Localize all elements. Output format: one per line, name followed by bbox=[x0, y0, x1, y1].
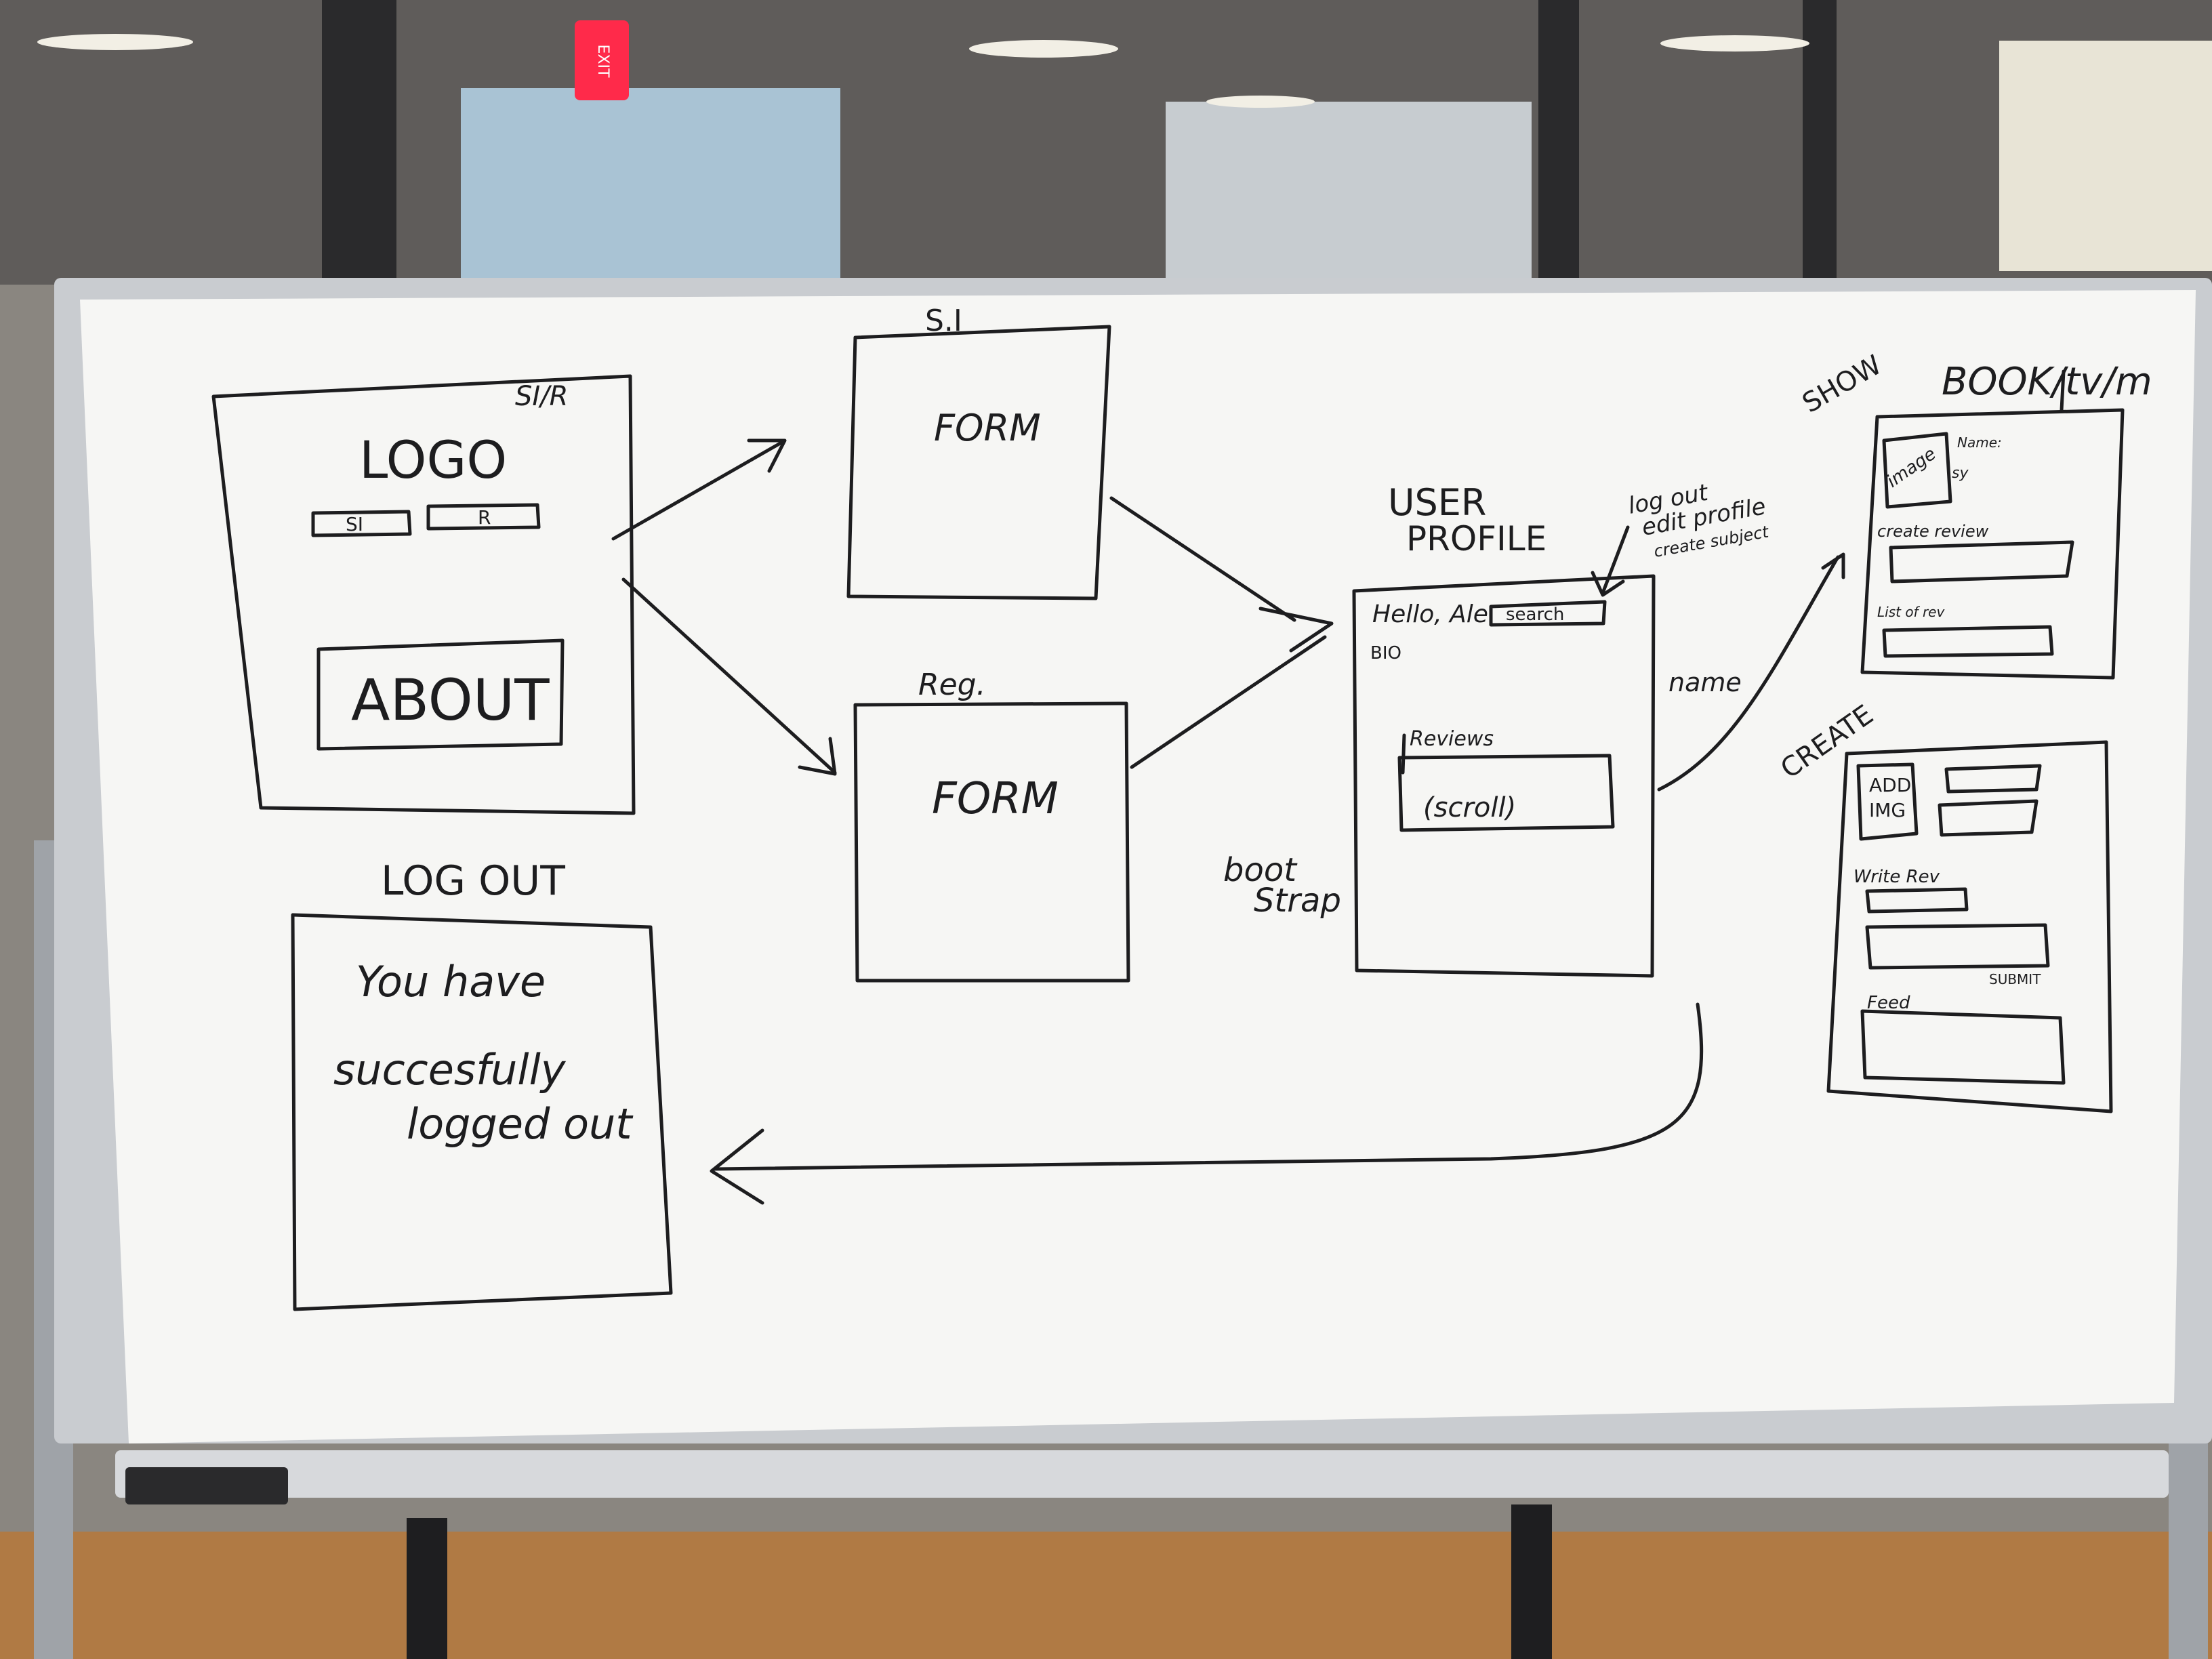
logout-title: LOG OUT bbox=[381, 857, 565, 905]
register-form: FORM bbox=[932, 774, 1059, 824]
create-feed-input bbox=[1860, 1009, 2066, 1085]
arrow-landing-to-signin bbox=[611, 438, 787, 541]
profile-box bbox=[1352, 574, 1656, 978]
arrow-signin-to-profile bbox=[1109, 496, 1334, 653]
ceiling-light bbox=[37, 34, 193, 50]
stand-foot bbox=[407, 1518, 447, 1659]
window-mullion bbox=[1803, 0, 1837, 285]
bootstrap-note-line2: Strap bbox=[1254, 882, 1341, 920]
landing-logo: LOGO bbox=[359, 430, 507, 490]
show-list-of-reviews: List of rev bbox=[1877, 604, 1945, 620]
logout-box bbox=[291, 913, 673, 1311]
ceiling-light bbox=[969, 40, 1118, 58]
si-button-box bbox=[311, 510, 412, 537]
signin-form: FORM bbox=[934, 407, 1041, 449]
landing-corner-label: SI/R bbox=[515, 381, 568, 412]
show-title: BOOK/tv/m bbox=[1942, 360, 2152, 404]
arrow-register-to-profile bbox=[1130, 635, 1327, 769]
whiteboard-surface bbox=[80, 290, 2196, 1443]
exit-sign-text: EXIT bbox=[594, 45, 611, 78]
show-create-review: create review bbox=[1877, 522, 1989, 541]
create-add-img-box bbox=[1856, 762, 1919, 841]
landing-si-label: SI bbox=[346, 513, 363, 535]
create-input-2 bbox=[1938, 799, 2039, 837]
create-box bbox=[1826, 740, 2113, 1113]
create-input-1 bbox=[1944, 764, 2042, 794]
profile-scroll: (scroll) bbox=[1423, 792, 1516, 823]
window-mullion bbox=[322, 0, 396, 285]
create-add-img-line1: ADD bbox=[1869, 774, 1911, 796]
wood-floor bbox=[0, 1532, 2212, 1659]
profile-title-line2: PROFILE bbox=[1406, 519, 1547, 558]
eraser bbox=[125, 1467, 288, 1504]
profile-title-line1: USER bbox=[1388, 481, 1486, 524]
signin-box bbox=[846, 325, 1111, 600]
show-image-box bbox=[1882, 432, 1952, 509]
create-add-img-line2: IMG bbox=[1869, 799, 1906, 821]
show-box bbox=[1860, 408, 2125, 680]
logout-line1: You have bbox=[356, 957, 546, 1006]
arrow-profile-to-logout bbox=[710, 1002, 1704, 1205]
profile-reviews-bracket bbox=[1401, 733, 1406, 775]
create-submit: SUBMIT bbox=[1989, 971, 2041, 987]
ceiling-light bbox=[1206, 96, 1315, 108]
window-mullion bbox=[1538, 0, 1579, 285]
arrow-landing-to-register bbox=[621, 577, 837, 776]
register-box bbox=[853, 701, 1130, 983]
exit-sign bbox=[575, 20, 629, 100]
show-sy-label: sy bbox=[1952, 465, 1969, 482]
ceiling-light bbox=[1660, 35, 1809, 52]
bootstrap-note-line1: boot bbox=[1223, 851, 1298, 889]
register-label: Reg. bbox=[918, 668, 986, 702]
show-title-underline bbox=[2060, 369, 2066, 412]
window-pane-left bbox=[461, 88, 840, 291]
marker-tray bbox=[115, 1450, 2169, 1498]
create-rev-input-2 bbox=[1865, 923, 2050, 970]
stand-foot bbox=[1511, 1504, 1552, 1659]
window-pane-mid bbox=[1166, 102, 1532, 291]
show-review-input bbox=[1889, 540, 2074, 583]
landing-box bbox=[211, 374, 636, 815]
profile-search-label: search bbox=[1506, 605, 1564, 625]
profile-scroll-box bbox=[1397, 754, 1615, 832]
logout-line3: logged out bbox=[407, 1099, 634, 1149]
profile-side-note: name bbox=[1668, 668, 1742, 697]
arrow-profile-to-show bbox=[1657, 552, 1845, 792]
logout-line2: succesfully bbox=[333, 1045, 567, 1094]
window-pane-right bbox=[1999, 41, 2212, 271]
profile-note-arrow bbox=[1591, 525, 1630, 597]
create-write-rev: Write Rev bbox=[1853, 867, 1940, 887]
profile-reviews: Reviews bbox=[1410, 727, 1494, 751]
profile-hello: Hello, Ale bbox=[1372, 600, 1488, 628]
r-button-box bbox=[426, 503, 541, 531]
create-rev-input-1 bbox=[1865, 887, 1969, 914]
show-list-input bbox=[1882, 625, 2054, 658]
show-name-label: Name: bbox=[1957, 434, 2002, 451]
profile-bio: BIO bbox=[1370, 643, 1401, 663]
landing-r-label: R bbox=[478, 506, 491, 529]
about-box bbox=[316, 638, 565, 751]
create-feed: Feed bbox=[1867, 993, 1910, 1013]
landing-about: ABOUT bbox=[351, 667, 550, 733]
profile-search-box bbox=[1489, 600, 1607, 627]
signin-label: S.I bbox=[925, 304, 962, 338]
